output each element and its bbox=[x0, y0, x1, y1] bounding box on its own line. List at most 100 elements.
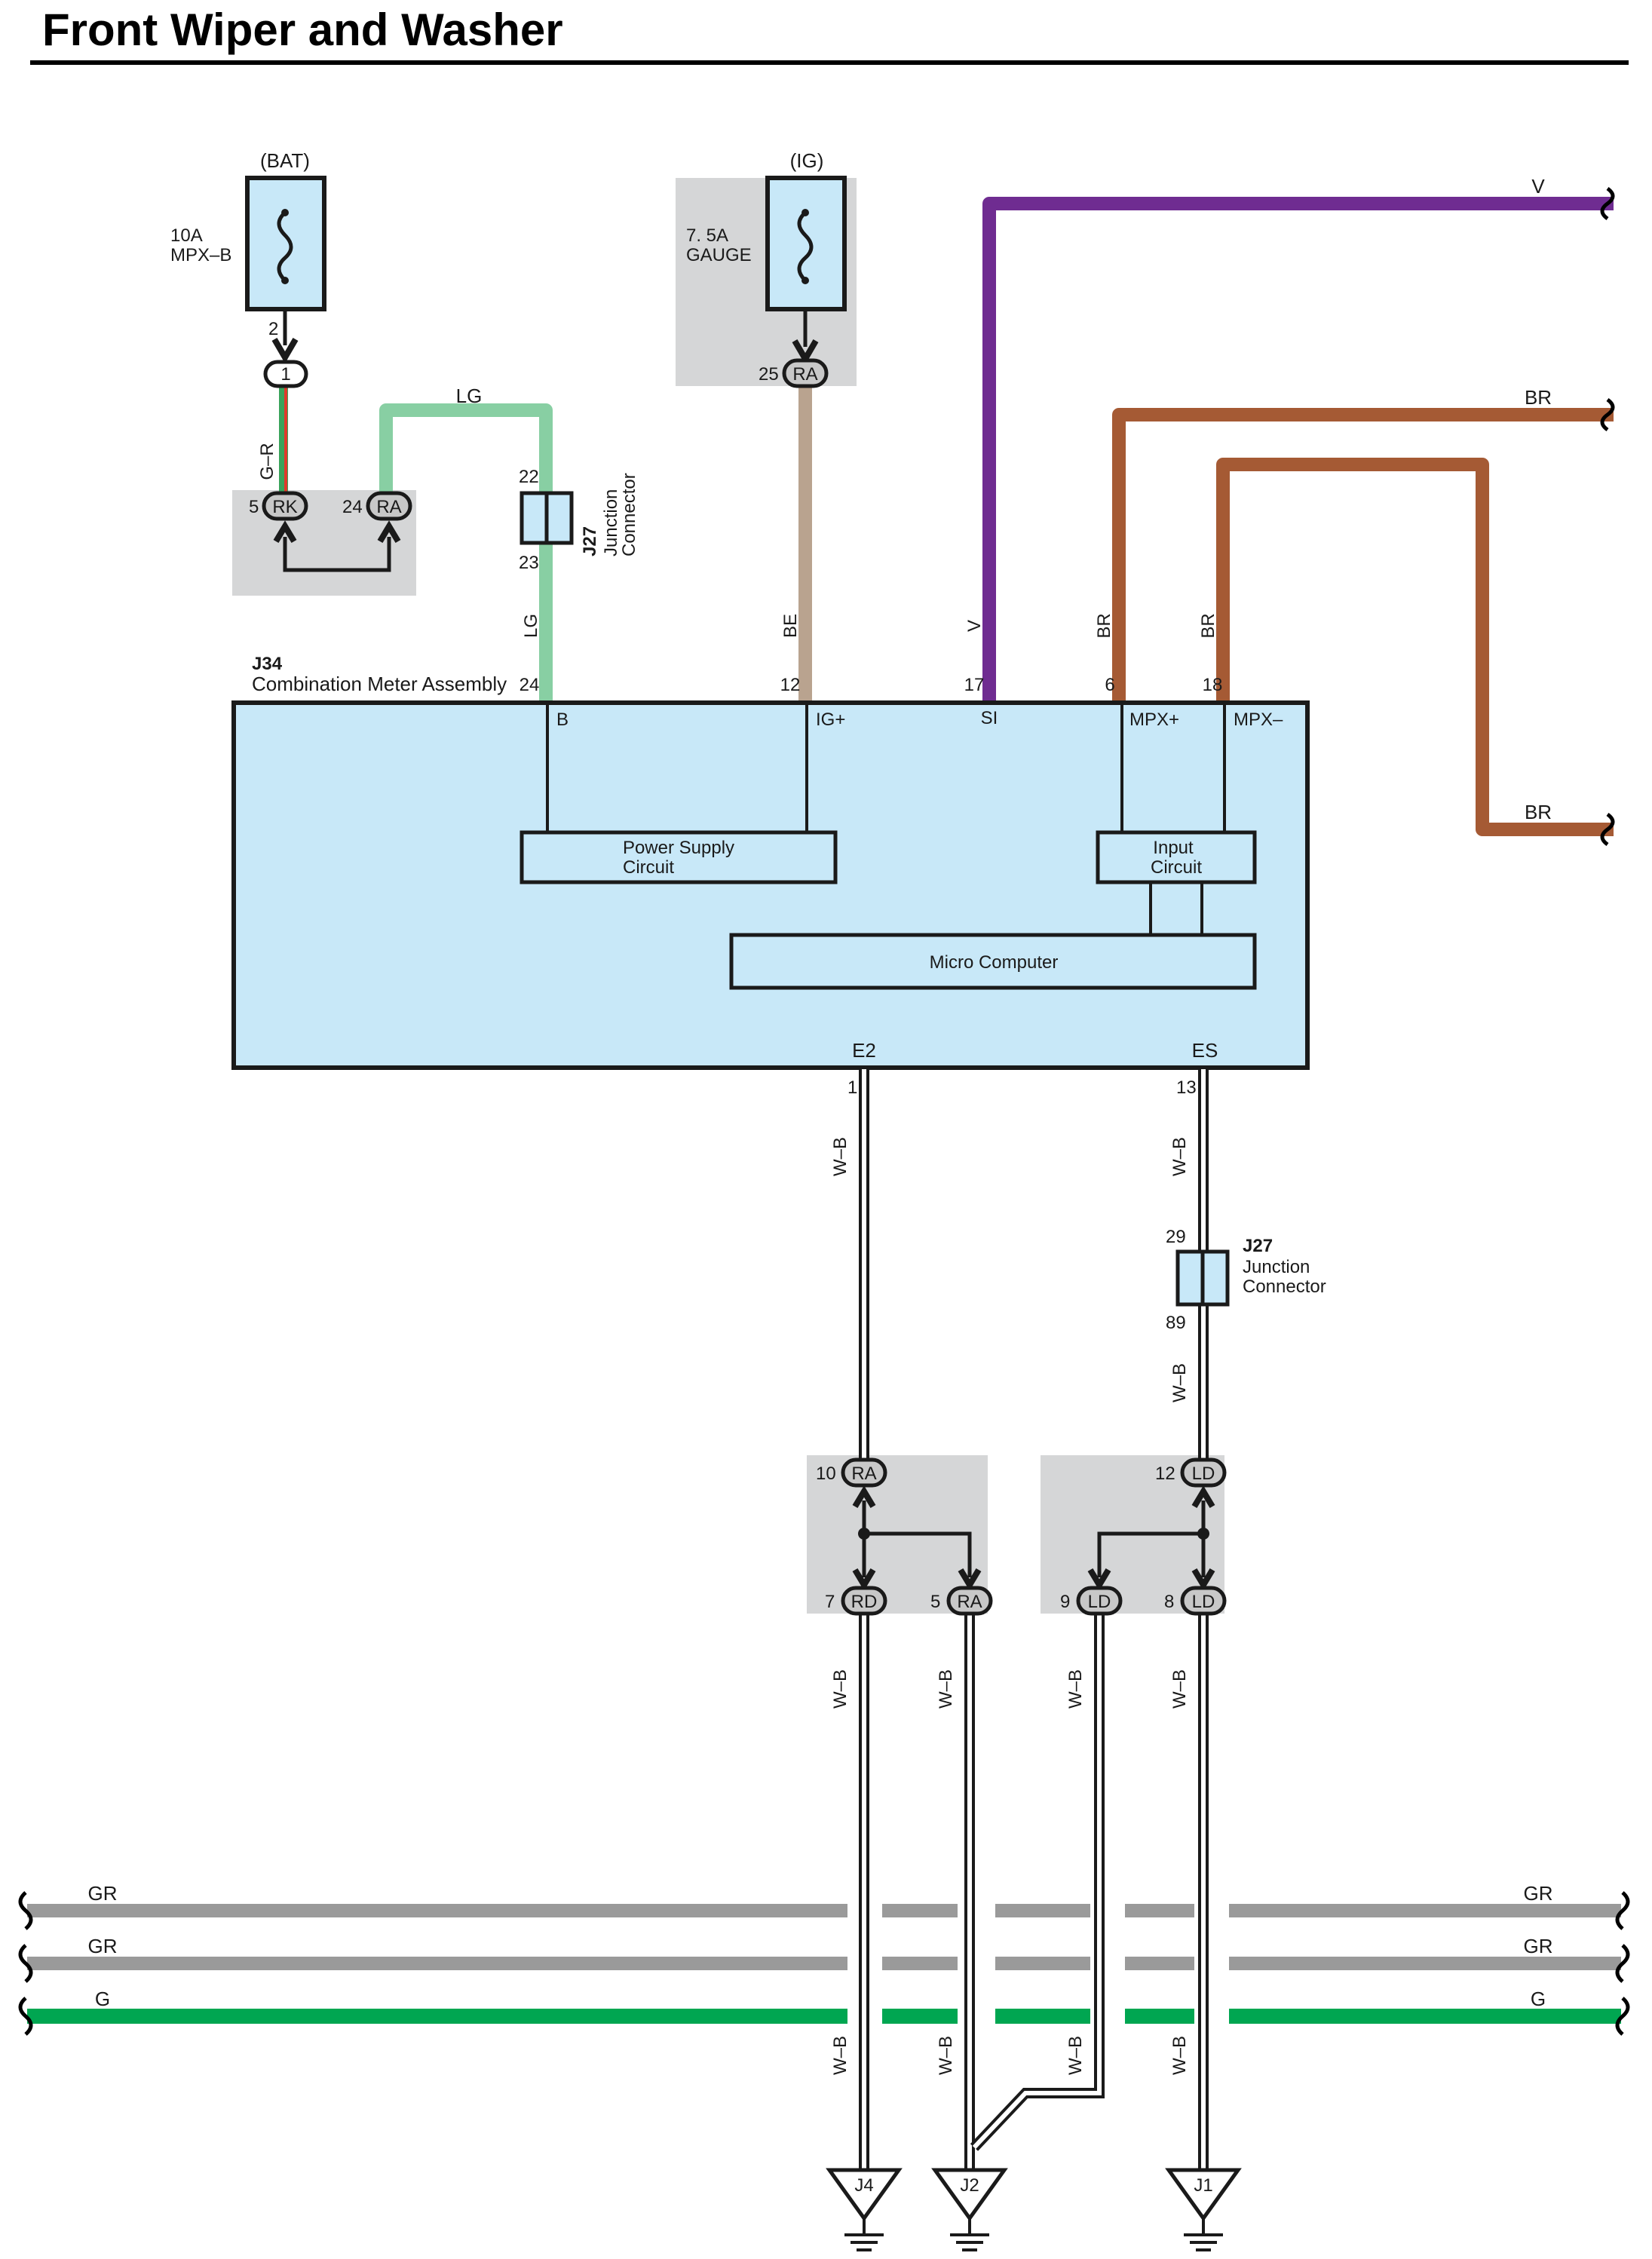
bus-label-gr1-r: GR bbox=[1524, 1882, 1553, 1905]
connector-ra5-pin: 5 bbox=[930, 1592, 940, 1612]
connector-rd7 bbox=[841, 1586, 887, 1616]
connector-ld8-pin: 8 bbox=[1164, 1592, 1174, 1612]
meter-term-si: SI bbox=[981, 708, 998, 728]
wb-label-2: W–B bbox=[1169, 1137, 1190, 1176]
bus-label-g-r: G bbox=[1531, 1988, 1546, 2010]
break-v bbox=[1600, 186, 1615, 221]
junction-top-name-2: Connector bbox=[619, 473, 639, 556]
wire-label-gr: G–R bbox=[257, 443, 277, 480]
junction-top-pin-out: 23 bbox=[519, 553, 539, 573]
wb-label-6: W–B bbox=[1065, 1669, 1086, 1709]
arrow-rk-up bbox=[273, 520, 297, 544]
connector-ig-ra-label: RA bbox=[792, 364, 817, 385]
fuse-bat-rating: 10A bbox=[170, 225, 203, 246]
wire-label-br-right-2: BR bbox=[1525, 801, 1552, 823]
junction-bottom-pin-out: 89 bbox=[1166, 1313, 1186, 1333]
arrow-bat-down bbox=[271, 337, 299, 363]
connector-ld12 bbox=[1180, 1457, 1227, 1488]
arrow-ld9-down bbox=[1087, 1568, 1111, 1591]
fuse-ig-name: GAUGE bbox=[686, 245, 752, 265]
wire-label-v-right: V bbox=[1531, 175, 1545, 198]
micro-computer bbox=[729, 933, 1257, 990]
connector-ld8 bbox=[1180, 1586, 1227, 1616]
fuse-ig-dot-top bbox=[801, 209, 809, 216]
arrow-ld12-up bbox=[1191, 1485, 1215, 1509]
ld-splice-dot bbox=[1197, 1528, 1209, 1540]
wire-v bbox=[982, 197, 1614, 701]
junction-bottom-pin-in: 29 bbox=[1166, 1227, 1186, 1247]
meter-pin-mpxp: 6 bbox=[1105, 675, 1114, 695]
junction-bottom-name-2: Connector bbox=[1243, 1277, 1326, 1297]
meter-pin-e2: 1 bbox=[847, 1077, 857, 1098]
junction-top-pin-in: 22 bbox=[519, 467, 539, 487]
meter-pin-es: 13 bbox=[1176, 1077, 1197, 1098]
bus-label-gr2-r: GR bbox=[1524, 1935, 1553, 1957]
connector-ig-ra bbox=[782, 358, 829, 388]
connector-ra24-label: RA bbox=[376, 497, 401, 517]
wire-label-lg-top: LG bbox=[456, 385, 483, 407]
fuse-bat-dot-bot bbox=[281, 277, 289, 284]
bus-label-gr2-l: GR bbox=[88, 1935, 118, 1957]
connector-ld9-label: LD bbox=[1088, 1592, 1111, 1612]
wb-label-7: W–B bbox=[1169, 1669, 1190, 1709]
link-rk-ra24 bbox=[283, 537, 391, 572]
wb-label-3: W–B bbox=[1169, 1363, 1190, 1402]
junction-top-name-1: Junction bbox=[601, 489, 621, 556]
fuse-bat-dot-top bbox=[281, 209, 289, 216]
connector-ra24-pin: 24 bbox=[342, 497, 363, 517]
wire-label-v-vert: V bbox=[964, 620, 985, 632]
fuse-ig-dot-bot bbox=[801, 277, 809, 284]
wb-label-1: W–B bbox=[830, 1137, 851, 1176]
wire-label-br-vert-1: BR bbox=[1094, 613, 1114, 638]
arrow-ra24-up bbox=[377, 520, 401, 544]
meter-term-b: B bbox=[556, 710, 569, 730]
meter-term-mpxm: MPX– bbox=[1234, 710, 1283, 730]
wb-label-8: W–B bbox=[830, 2036, 851, 2075]
connector-ra10 bbox=[841, 1457, 887, 1488]
micro-computer-label: Micro Computer bbox=[930, 952, 1059, 973]
connector-ld12-label: LD bbox=[1192, 1464, 1215, 1484]
meter-term-e2: E2 bbox=[852, 1039, 876, 1062]
input-circuit-label-2: Circuit bbox=[1151, 857, 1202, 878]
connector-ra5-label: RA bbox=[957, 1592, 982, 1612]
bus-label-gr1-l: GR bbox=[88, 1882, 118, 1905]
power-supply-label-1: Power Supply bbox=[623, 838, 734, 858]
ra-splice-branch bbox=[864, 1531, 972, 1577]
wire-label-br-vert-2: BR bbox=[1198, 613, 1218, 638]
meter-term-ig: IG+ bbox=[816, 710, 845, 730]
meter-pin-ig: 12 bbox=[780, 675, 801, 695]
connector-rd7-label: RD bbox=[851, 1592, 878, 1612]
connector-ra10-pin: 10 bbox=[816, 1464, 836, 1484]
connector-ld8-label: LD bbox=[1192, 1592, 1215, 1612]
ground-j4-label: J4 bbox=[854, 2175, 873, 2196]
wire-label-be: BE bbox=[780, 614, 801, 638]
ground-j4-triangle bbox=[826, 2168, 903, 2222]
wire-br-1 bbox=[1112, 408, 1614, 701]
fuse-bat-supply: (BAT) bbox=[260, 149, 310, 172]
bus-break-r-1 bbox=[1615, 1891, 1630, 1930]
fuse-ig-pin: 25 bbox=[759, 364, 779, 385]
ground-j4: J4 bbox=[826, 2168, 903, 2251]
meter-pin-b: 24 bbox=[520, 675, 540, 695]
ground-j2-triangle bbox=[931, 2168, 1008, 2222]
connector-rd7-pin: 7 bbox=[825, 1592, 835, 1612]
ra-splice-dot bbox=[858, 1528, 870, 1540]
connector-ld12-pin: 12 bbox=[1155, 1464, 1175, 1484]
fuse-ig-symbol bbox=[797, 211, 814, 282]
page-title: Front Wiper and Washer bbox=[42, 5, 563, 55]
bus-break-r-3 bbox=[1615, 1997, 1630, 2036]
power-supply-circuit bbox=[520, 830, 838, 884]
wb-wires bbox=[859, 1069, 1209, 2172]
input-circuit-label-1: Input bbox=[1153, 838, 1194, 858]
connector-ra5 bbox=[946, 1586, 993, 1616]
bus-break-l-3 bbox=[18, 1997, 33, 2036]
connector-1-label: 1 bbox=[280, 364, 290, 385]
wire-br-2 bbox=[1216, 458, 1614, 836]
connector-rk-pin: 5 bbox=[249, 497, 259, 517]
arrow-ra5-down bbox=[958, 1568, 982, 1591]
fuse-ig-supply: (IG) bbox=[790, 149, 824, 172]
meter-id: J34 bbox=[252, 654, 283, 674]
bus-gap-2 bbox=[958, 1900, 995, 2028]
wb-label-10: W–B bbox=[1065, 2036, 1086, 2075]
